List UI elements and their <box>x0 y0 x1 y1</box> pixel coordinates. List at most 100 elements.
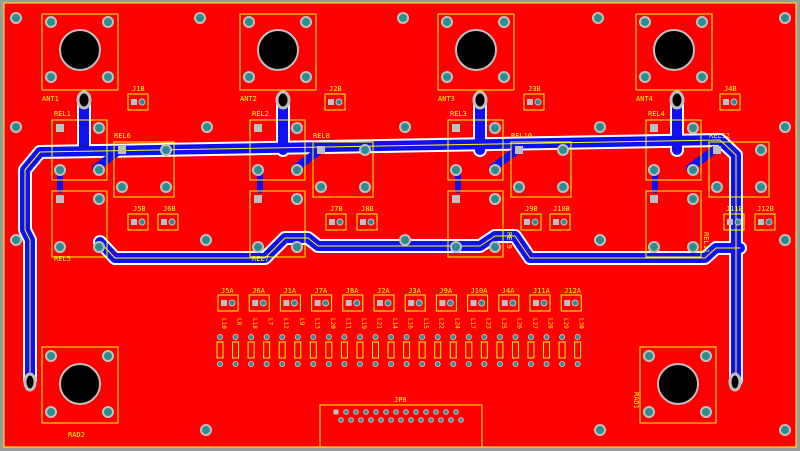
relay-pin <box>359 144 371 156</box>
label-rel7: REL7 <box>252 255 269 263</box>
jumper-j2a: J2A <box>373 287 395 312</box>
jumper-j8a: J8A <box>342 287 364 312</box>
jumper-j12a: J12A <box>560 287 582 312</box>
led-label: L23 <box>484 318 491 329</box>
jp8-pin <box>443 409 449 415</box>
relay-pin <box>291 241 303 253</box>
led-l9: L9 <box>294 318 305 367</box>
led-label: L8 <box>236 318 243 326</box>
jp8-pin <box>423 409 429 415</box>
relay-pin <box>160 181 172 193</box>
label-jp8: JP8 <box>394 396 407 404</box>
led-label: L15 <box>422 318 429 329</box>
two-pin-header <box>523 93 545 111</box>
relay-pin <box>687 164 699 176</box>
led-l23: L23 <box>480 318 491 367</box>
led-l25: L25 <box>496 318 507 367</box>
relay-5 <box>113 141 175 198</box>
jp8-pin <box>363 409 369 415</box>
relay-pin <box>116 181 128 193</box>
relay-pin <box>252 241 264 253</box>
label-j5b: J5B <box>133 205 146 213</box>
jumper-j10a: J10A <box>467 287 488 312</box>
led-l26: L26 <box>511 318 522 367</box>
led-label: L19 <box>360 318 367 329</box>
label-j10b: J10B <box>553 205 570 213</box>
led-l24: L24 <box>449 318 460 367</box>
relay-pin-square <box>56 124 64 132</box>
header-footprints <box>127 93 776 231</box>
led-label: L24 <box>453 318 460 329</box>
led-l28: L28 <box>543 318 554 367</box>
relay-pin-square <box>118 146 126 154</box>
two-pin-header <box>325 213 347 231</box>
label-rel3: REL3 <box>450 110 467 118</box>
led-label: L22 <box>438 318 445 329</box>
led-label: L13 <box>313 318 320 329</box>
jp8-pin <box>348 417 354 423</box>
relay-12 <box>645 190 702 258</box>
led-label: L25 <box>500 318 507 329</box>
label-rel6: REL6 <box>114 132 131 140</box>
label-ant3: ANT3 <box>438 95 455 103</box>
relay-pin <box>54 241 66 253</box>
two-pin-header <box>723 213 745 231</box>
label-rel1: REL1 <box>54 110 71 118</box>
jp8-pin <box>433 409 439 415</box>
jumper-j5a: J5A <box>217 287 239 312</box>
label-j1b: J1B <box>132 85 145 93</box>
led-label: L28 <box>547 318 554 329</box>
led-l15: L15 <box>418 318 429 367</box>
led-l27: L27 <box>527 318 538 367</box>
label-j2b: J2B <box>329 85 342 93</box>
relay-4 <box>645 119 702 181</box>
label-ant1: ANT1 <box>42 95 59 103</box>
relay-8 <box>708 141 770 198</box>
two-pin-header <box>324 93 346 111</box>
label-j7b: J7B <box>330 205 343 213</box>
jp8-pin <box>368 417 374 423</box>
relay-pin <box>687 241 699 253</box>
relay-pin <box>557 144 569 156</box>
label-j12b: J12B <box>757 205 774 213</box>
relay-pin <box>291 193 303 205</box>
jp8-pin <box>338 417 344 423</box>
led-l20: L20 <box>325 318 336 367</box>
label-j6b: J6B <box>163 205 176 213</box>
jumper-label: J2A <box>377 287 390 295</box>
relay-pin <box>54 164 66 176</box>
led-label: L9 <box>298 318 305 326</box>
relay-pin-square <box>56 195 64 203</box>
jumper-j9a: J9A <box>435 287 457 312</box>
relay-pin <box>160 144 172 156</box>
jumper-label: J12A <box>564 287 582 295</box>
led-l22: L22 <box>434 318 445 367</box>
jp8-pin-1 <box>333 409 339 415</box>
led-l21: L21 <box>372 318 383 367</box>
led-l12: L12 <box>278 318 289 367</box>
label-rel9: REL9 <box>505 232 513 249</box>
led-l16: L16 <box>403 318 414 367</box>
jumper-label: J9A <box>439 287 452 295</box>
led-label: L7 <box>267 318 274 326</box>
led-label: L27 <box>531 318 538 329</box>
relay-pin <box>450 241 462 253</box>
relay-pin <box>450 164 462 176</box>
relay-pin-square <box>650 195 658 203</box>
jp8-pin <box>388 417 394 423</box>
relay-pin <box>648 164 660 176</box>
jp8-pin <box>458 417 464 423</box>
jp8-pin <box>383 409 389 415</box>
relay-pin <box>489 193 501 205</box>
jumper-label: J8A <box>346 287 359 295</box>
two-pin-header <box>719 93 741 111</box>
relay-pin-square <box>254 195 262 203</box>
relay-footprints <box>51 119 770 258</box>
jp8-pin <box>408 417 414 423</box>
led-label: L21 <box>376 318 383 329</box>
relay-7 <box>510 141 572 198</box>
relay-pin <box>687 193 699 205</box>
label-j3b: J3B <box>528 85 541 93</box>
